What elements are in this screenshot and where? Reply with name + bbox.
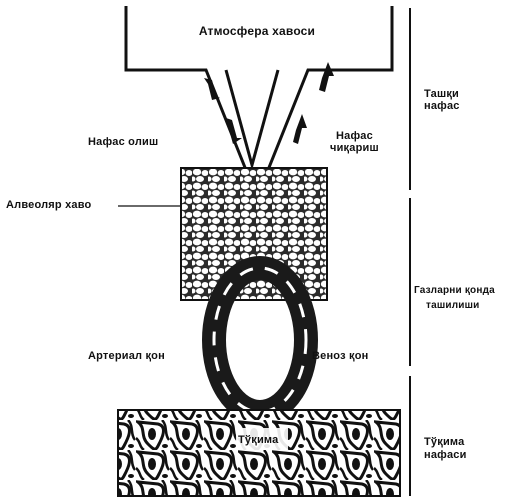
- alveolar-air-label: Алвеоляр хаво: [6, 199, 91, 211]
- tissue-respiration-line2: нафаси: [424, 449, 467, 461]
- airway-inner-walls: [226, 70, 278, 165]
- exhale-label-line2: чиқариш: [330, 142, 379, 154]
- blood-transport-line2: ташилиши: [426, 300, 480, 312]
- blood-transport-line1: Газларни қонда: [414, 285, 495, 297]
- external-respiration-line2: нафас: [424, 100, 460, 112]
- atmosphere-label: Атмосфера хавоси: [182, 25, 332, 37]
- venous-blood-label: Веноз қон: [312, 350, 368, 362]
- arterial-blood-label: Артериал қон: [88, 350, 165, 362]
- tissue-respiration-line1: Тўқима: [424, 436, 464, 448]
- exhale-arrows: [293, 62, 334, 144]
- tissue-label: Тўқима: [238, 434, 278, 446]
- inhale-label: Нафас олиш: [88, 136, 158, 148]
- external-respiration-line1: Ташқи: [424, 88, 459, 100]
- exhale-label-line1: Нафас: [336, 130, 373, 142]
- tissue-block: [118, 410, 400, 496]
